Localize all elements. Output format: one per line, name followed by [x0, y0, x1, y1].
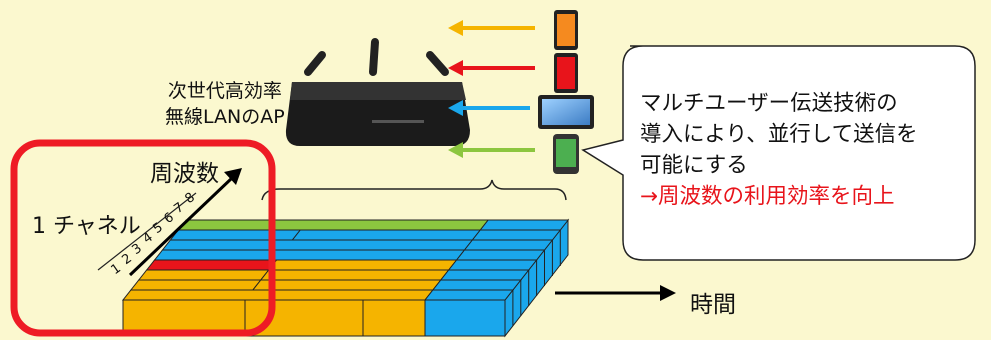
orange-tablet-icon	[554, 10, 578, 50]
grid-cell	[129, 279, 262, 291]
signal-arrows	[448, 20, 535, 158]
router-icon	[285, 38, 470, 146]
grid-cell	[153, 249, 466, 261]
grid-cell	[471, 229, 562, 241]
grid-cell	[169, 229, 302, 241]
grid-cell	[463, 239, 554, 251]
grid-cell	[291, 229, 482, 241]
red-tablet-icon	[554, 53, 578, 93]
grid-cell	[251, 279, 442, 291]
subchannel-axis	[97, 192, 197, 271]
green-phone-icon	[553, 134, 579, 174]
resource-grid	[121, 218, 570, 338]
time-span-brace	[261, 179, 567, 201]
ap-label-line2: 無線LANのAP	[165, 106, 285, 128]
grid-cell	[145, 259, 278, 271]
bubble-highlight: →周波数の利用効率を向上	[640, 184, 895, 209]
bubble-line2: 導入により、並行して送信を	[640, 122, 918, 147]
front-yellow-3	[362, 299, 426, 337]
landscape-tablet-icon	[538, 95, 594, 129]
grid-cell	[161, 239, 474, 251]
ap-label: 次世代高効率 無線LANのAP	[165, 78, 285, 130]
time-axis-arrow	[555, 285, 676, 301]
channel-label: 1 チャネル	[32, 214, 141, 239]
grid-cell	[121, 289, 434, 301]
grid-cell	[439, 269, 530, 281]
channel-highlight-frame	[10, 139, 276, 337]
time-label: 時間	[690, 292, 736, 318]
front-blue	[424, 299, 506, 337]
ap-label-line1: 次世代高効率	[167, 80, 282, 102]
frequency-label: 周波数	[150, 161, 219, 187]
grid-cell	[259, 269, 450, 281]
grid-cell	[137, 269, 270, 281]
bubble-line1: マルチユーザー伝送技術の	[640, 91, 898, 116]
grid-cell	[267, 259, 458, 271]
speech-bubble	[581, 45, 976, 261]
frequency-axis-arrow	[128, 168, 242, 277]
bubble-line3: 可能にする	[640, 153, 748, 178]
grid-cell	[431, 279, 522, 291]
grid-cell	[479, 219, 570, 231]
grid-cell	[455, 249, 546, 261]
grid-cell	[177, 219, 490, 231]
bubble-text: マルチユーザー伝送技術の 導入により、並行して送信を 可能にする →周波数の利用…	[640, 88, 918, 212]
grid-cell	[447, 259, 538, 271]
grid-cell	[423, 289, 514, 301]
